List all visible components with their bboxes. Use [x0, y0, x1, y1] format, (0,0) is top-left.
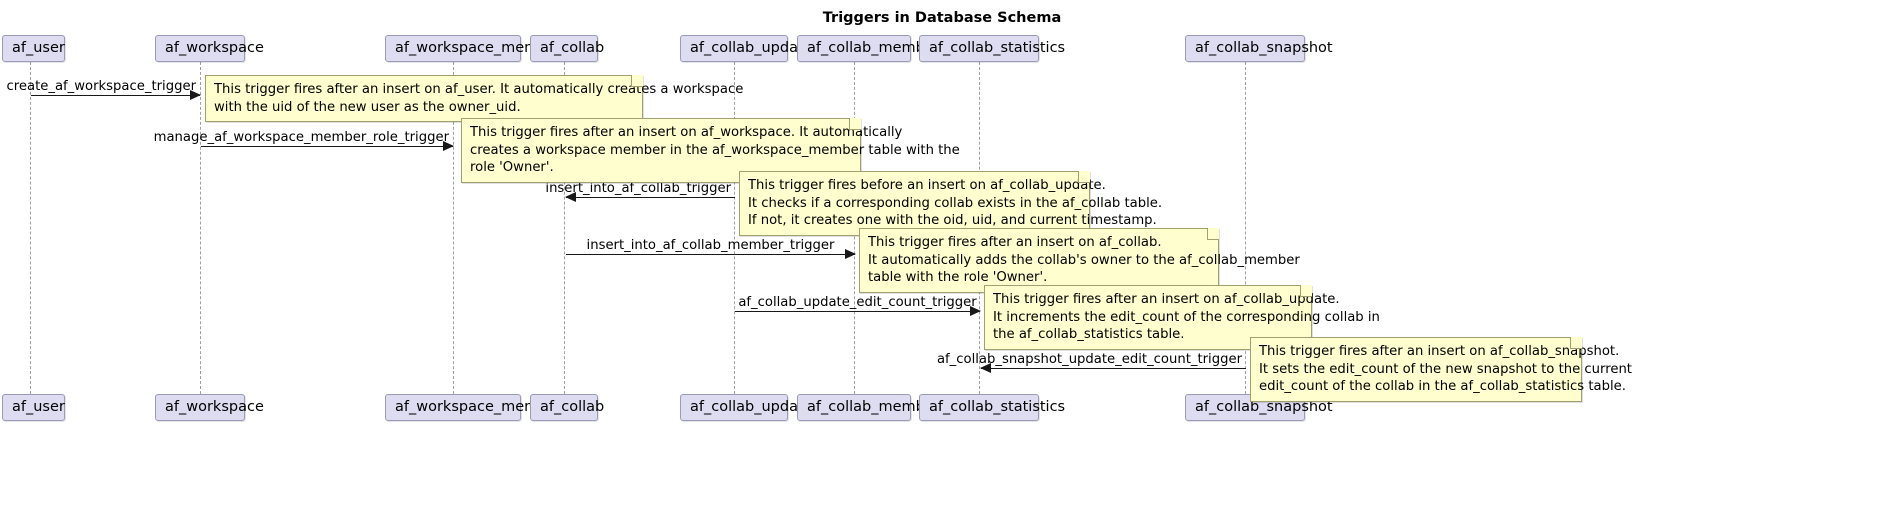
message-af_collab_update_edit_count_trigger[interactable]: af_collab_update_edit_count_trigger: [735, 295, 981, 316]
note-line: If not, it creates one with the oid, uid…: [748, 213, 1157, 229]
message-label: af_collab_update_edit_count_trigger: [738, 295, 977, 310]
message-line: [981, 368, 1246, 369]
note-3: This trigger fires before an insert on a…: [739, 171, 1163, 236]
note-line: This trigger fires after an insert on af…: [868, 235, 1162, 250]
message-line: [201, 146, 453, 147]
message-label: insert_into_af_collab_trigger: [545, 181, 731, 196]
message-line: [566, 197, 735, 198]
note-2: This trigger fires after an insert on af…: [461, 118, 960, 183]
message-line: [735, 311, 980, 312]
lifeline-af_collab: [564, 62, 566, 394]
note-fold-corner-icon: [849, 118, 861, 130]
diagram-title: Triggers in Database Schema: [822, 10, 1062, 26]
note-fold-corner-icon: [1570, 337, 1582, 349]
message-af_collab_snapshot_update_edit_count_trigger[interactable]: af_collab_snapshot_update_edit_count_tri…: [937, 352, 1246, 373]
note-fold-corner-icon: [1078, 171, 1090, 183]
arrow-head-right-icon: [190, 90, 201, 100]
participant-af_user-bottom[interactable]: af_user: [2, 394, 65, 421]
note-line: This trigger fires after an insert on af…: [470, 125, 903, 140]
message-insert_into_af_collab_member_trigger[interactable]: insert_into_af_collab_member_trigger: [566, 238, 856, 259]
participant-af_collab_statistics-bottom[interactable]: af_collab_statistics: [919, 394, 1065, 421]
participant-af_collab_update-bottom[interactable]: af_collab_update: [680, 394, 813, 421]
arrow-head-left-icon: [565, 192, 576, 202]
participant-af_collab_statistics-top[interactable]: af_collab_statistics: [919, 35, 1065, 62]
message-create_af_workspace_trigger[interactable]: create_af_workspace_trigger: [7, 79, 201, 100]
note-fold-corner-icon: [1207, 228, 1219, 240]
note-1: This trigger fires after an insert on af…: [205, 75, 744, 123]
lifeline-af_workspace_member: [453, 62, 455, 394]
arrow-head-left-icon: [980, 363, 991, 373]
participant-af_workspace-bottom[interactable]: af_workspace: [155, 394, 264, 421]
note-line: It increments the edit_count of the corr…: [993, 309, 1380, 325]
note-line: role 'Owner'.: [470, 160, 554, 176]
note-line: This trigger fires after an insert on af…: [1259, 344, 1620, 359]
note-4: This trigger fires after an insert on af…: [859, 228, 1300, 293]
participant-af_collab_member-top[interactable]: af_collab_member: [797, 35, 940, 62]
note-line: It checks if a corresponding collab exis…: [748, 195, 1163, 211]
note-line: creates a workspace member in the af_wor…: [470, 142, 960, 158]
participant-af_workspace_member-top[interactable]: af_workspace_member: [385, 35, 562, 62]
note-line: with the uid of the new user as the owne…: [214, 99, 521, 115]
participant-af_workspace-top[interactable]: af_workspace: [155, 35, 264, 62]
message-label: insert_into_af_collab_member_trigger: [586, 238, 835, 253]
lifeline-af_user: [30, 62, 32, 394]
lifeline-af_workspace: [200, 62, 202, 394]
note-fold-corner-icon: [631, 75, 643, 87]
lifeline-af_collab_snapshot: [1245, 62, 1247, 394]
message-insert_into_af_collab_trigger[interactable]: insert_into_af_collab_trigger: [545, 181, 735, 202]
note-line: table with the role 'Owner'.: [868, 270, 1048, 286]
participant-af_collab_update-top[interactable]: af_collab_update: [680, 35, 813, 62]
participant-af_user-top[interactable]: af_user: [2, 35, 65, 62]
lifeline-af_collab_update: [734, 62, 736, 394]
participant-af_collab-top[interactable]: af_collab: [530, 35, 604, 62]
message-label: create_af_workspace_trigger: [6, 79, 197, 94]
message-line: [31, 95, 200, 96]
note-line: It sets the edit_count of the new snapsh…: [1259, 361, 1632, 377]
note-line: This trigger fires after an insert on af…: [214, 82, 744, 97]
note-fold-corner-icon: [1300, 285, 1312, 297]
message-manage_af_workspace_member_role_trigger[interactable]: manage_af_workspace_member_role_trigger: [154, 130, 454, 151]
message-label: manage_af_workspace_member_role_trigger: [153, 130, 449, 145]
message-line: [566, 254, 855, 255]
note-line: This trigger fires after an insert on af…: [993, 292, 1340, 307]
note-6: This trigger fires after an insert on af…: [1250, 337, 1632, 402]
message-label: af_collab_snapshot_update_edit_count_tri…: [936, 352, 1242, 367]
arrow-head-right-icon: [970, 306, 981, 316]
note-line: It automatically adds the collab's owner…: [868, 252, 1300, 268]
participant-af_collab-bottom[interactable]: af_collab: [530, 394, 604, 421]
note-line: the af_collab_statistics table.: [993, 327, 1185, 343]
participant-af_collab_snapshot-top[interactable]: af_collab_snapshot: [1185, 35, 1333, 62]
note-line: edit_count of the collab in the af_colla…: [1259, 379, 1626, 395]
participant-af_workspace_member-bottom[interactable]: af_workspace_member: [385, 394, 562, 421]
participant-af_collab_member-bottom[interactable]: af_collab_member: [797, 394, 940, 421]
note-line: This trigger fires before an insert on a…: [748, 178, 1106, 193]
arrow-head-right-icon: [443, 141, 454, 151]
arrow-head-right-icon: [845, 249, 856, 259]
